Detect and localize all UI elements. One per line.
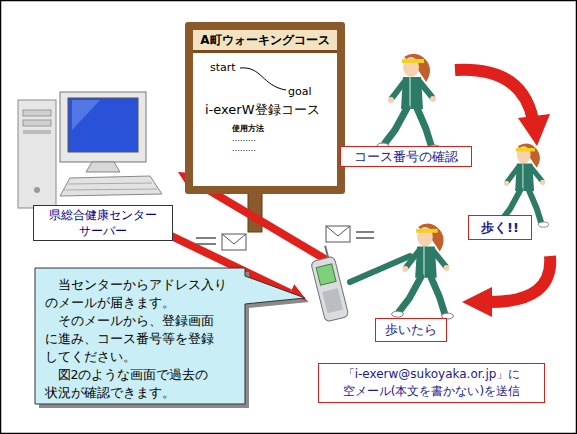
step-label: 歩いたら: [375, 318, 447, 342]
red-flow-arrow-part: [462, 287, 492, 317]
computer-illustration-part: [34, 187, 40, 193]
mail-arrow-part: [195, 182, 330, 262]
computer-illustration-part: [23, 110, 51, 116]
callout-box: 当センターからアドレス入り のメールが届きます。そのメールから、登録画面 に進み…: [30, 262, 310, 412]
step-text: 歩いたら: [385, 322, 437, 338]
callout-outline: [35, 268, 305, 404]
course-start: start: [210, 61, 236, 74]
mail-envelope-part: [326, 226, 350, 242]
sign-heading: A町ウォーキングコース: [193, 30, 337, 53]
mail-envelope-part: [356, 231, 374, 233]
walker-figure-part: [377, 54, 440, 151]
course-name: i-exerW登録コース: [205, 101, 320, 119]
mail-envelope-part: [356, 237, 374, 239]
mail-envelope-part: [196, 237, 216, 239]
server-label: 県総合健康センター サーバー: [36, 207, 170, 239]
mail-envelope-part: [196, 243, 216, 245]
walker-figure-part: [392, 224, 454, 319]
computer-illustration-part: [18, 100, 56, 208]
instruction-box: 「i-exerw@sukoyaka.or.jp」に 空メール(本文を書かない)を…: [318, 363, 545, 403]
computer-illustration-part: [68, 183, 152, 184]
mobile-phone-part-part: [316, 264, 336, 285]
red-flow-arrow-part: [518, 114, 550, 146]
course-goal: goal: [288, 85, 312, 98]
callout-paragraph: 当センターからアドレス入り のメールが届きます。: [45, 276, 237, 312]
walker-figure: [377, 54, 549, 319]
mail-envelope-part: [222, 234, 246, 250]
step-label: コース番号の確認: [340, 146, 472, 167]
step-text: 歩く!!: [481, 220, 519, 236]
mail-envelope: [196, 226, 374, 250]
usage-dots: ………: [232, 144, 256, 153]
usage-heading: 使用方法: [232, 123, 264, 134]
red-flow-arrow-part: [490, 256, 550, 302]
course-curve: [240, 68, 286, 90]
step-label: 歩く!!: [468, 215, 532, 240]
mobile-phone-part: [350, 256, 410, 282]
computer-illustration: [18, 92, 162, 208]
callout-paragraph: 図2のような画面で過去の 状況が確認できます。: [45, 366, 237, 402]
computer-illustration-part: [72, 100, 100, 130]
mail-envelope-part: [222, 234, 246, 244]
signboard: A町ウォーキングコースstartgoali-exerW登録コース使用方法……………: [185, 22, 345, 194]
usage-dots: ………: [232, 134, 256, 143]
mobile-phone-part-part: [322, 288, 343, 313]
mobile-phone: [308, 244, 410, 322]
computer-illustration-part: [86, 162, 120, 172]
mail-envelope-part: [326, 226, 350, 236]
mobile-phone-part-part: [311, 256, 349, 322]
red-flow-arrow: [455, 70, 550, 317]
computer-illustration-part: [23, 120, 51, 126]
computer-illustration-part: [60, 176, 162, 196]
computer-illustration-part: [64, 189, 157, 190]
computer-illustration-part: [60, 92, 146, 162]
computer-illustration-part: [68, 98, 138, 152]
server-box: 県総合健康センター サーバー: [33, 205, 173, 241]
red-flow-arrow-part: [455, 70, 533, 120]
step-text: 「i-exerw@sukoyaka.or.jp」に 空メール(本文を書かない)を…: [319, 366, 544, 400]
mobile-phone-part-part: [325, 246, 328, 258]
mobile-phone-part: [308, 244, 349, 322]
callout-paragraph: そのメールから、登録画面 に進み、コース番号等を登録 してください。: [45, 312, 237, 366]
course-curve-part: [240, 68, 286, 90]
computer-illustration-part: [23, 130, 51, 134]
step-text: コース番号の確認: [354, 149, 458, 165]
